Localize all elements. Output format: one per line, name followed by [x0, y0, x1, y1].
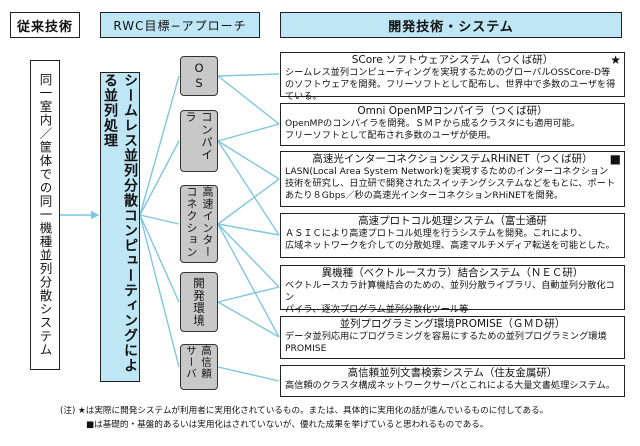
category-label: 高速インターコネクション [185, 186, 214, 258]
connector-category-system [217, 123, 280, 142]
traditional-box: 同一室内／筐体での同一機種並列分散システム [30, 60, 60, 370]
connector-category-system [217, 223, 280, 338]
header-developed: 開発技術・システム [280, 12, 622, 38]
connector-rwc-category [139, 214, 180, 303]
connector-category-system [217, 140, 280, 180]
system-title: Omni OpenMPコンパイラ（つくば研） [357, 105, 548, 117]
connector-category-system [217, 178, 280, 225]
system-title: SCore ソフトウェアシステム（つくば研） [351, 54, 554, 66]
category-interconnect: 高速インターコネクション [180, 185, 218, 263]
system-desc-line: 高信頼のクラスタ構成ネットワークサーバとこれによる大量文書処理システム。 [285, 380, 615, 391]
system-desc-line: フリーソフトとして配布され多数のユーザが使用。 [285, 130, 496, 141]
system-desc-line: LASN(Local Area System Network)を実現するためのイ… [285, 166, 609, 177]
connector-category-system [217, 301, 280, 338]
system-desc-line: シームレス並列コンピューティングを実現するためのグローバルOSSCore-D等 [285, 67, 611, 78]
system-title: 異機種（ベクトルースカラ）結合システム（ＮＥＣ研） [321, 267, 584, 279]
note-square: ■は基礎的・基盤的あるいは実用化はされていないが、優れた成果を挙げていると思われ… [86, 420, 489, 430]
category-label: コンパイラ [184, 111, 214, 161]
category-server: 高信頼サーバ [180, 344, 218, 390]
system-title: 高速プロトコル処理システム（富士通研 [358, 215, 547, 227]
system-desc-line: 技術を研究し、日立研で開発されたスイッチングシステムなどをもとに、ポート [285, 178, 616, 189]
rwc-box: シームレス並列分散コンピューティングによる並列処理 [100, 72, 140, 382]
star-mark: ★ [610, 53, 621, 67]
connector-category-system [217, 223, 280, 288]
connector-rwc-category [139, 214, 180, 368]
system-title: 高速光インターコネクションシステムRHiNET（つくば研） [312, 153, 593, 165]
category-label: 高信頼サーバ [185, 345, 212, 380]
header-rwc: RWC目標−アプローチ [100, 12, 260, 38]
system-title: 高信頼並列文書検索システム（住友金属研） [347, 367, 558, 379]
system-search: 高信頼並列文書検索システム（住友金属研） 高信頼のクラスタ構成ネットワークサーバ… [280, 365, 625, 397]
connector-rwc-category [139, 214, 180, 225]
system-desc-line: ＡＳＩＣにより高速プロトコル処理を行うシステムを開発。これにより、 [285, 228, 588, 239]
note-star: (注) ★は実際に開発システムが利用者に実用化されているもの。または、具体的に実… [60, 406, 549, 416]
connector-category-system [217, 73, 280, 77]
system-desc-line: ベクトルースカラ計算機結合のための、並列分散ライブラリ、自動並列分散化コン [285, 280, 615, 303]
system-rhinet: 高速光インターコネクションシステムRHiNET（つくば研） ■ LASN(Loc… [280, 151, 625, 207]
system-desc-line: データ並列応用にプログラミングを容易にするための並列プログラミング環境 [285, 331, 607, 342]
connector-category-system [217, 286, 280, 303]
connector-rwc-category [139, 140, 180, 216]
system-desc-line: あたり８Gbps／秒の高速光インターコネクションRHiNETを開発。 [285, 190, 564, 201]
header-traditional: 従来技術 [10, 12, 80, 38]
category-dev-env: 開発環境 [180, 272, 218, 332]
connector-category-system [217, 223, 280, 236]
connector-category-system [217, 140, 280, 236]
system-desc-line: パイラ、逐次プログラム並列分散化ツール等 [285, 304, 469, 315]
system-omni: Omni OpenMPコンパイラ（つくば研） OpenMPのコンパイラを開発。Ｓ… [280, 103, 625, 146]
category-label: OS [192, 61, 206, 91]
system-hetero: 異機種（ベクトルースカラ）結合システム（ＮＥＣ研） ベクトルースカラ計算機結合の… [280, 265, 625, 315]
system-protocol: 高速プロトコル処理システム（富士通研 ＡＳＩＣにより高速プロトコル処理を行うシス… [280, 213, 625, 258]
category-compiler: コンパイラ [180, 110, 218, 172]
system-desc-line: PROMISE [285, 343, 327, 354]
system-title: 並列プログラミング環境PROMISE（ＧＭＤ研） [339, 318, 566, 330]
system-promise: 並列プログラミング環境PROMISE（ＧＭＤ研） データ並列応用にプログラミング… [280, 316, 625, 359]
system-score: SCore ソフトウェアシステム（つくば研） ★ シームレス並列コンピューティン… [280, 52, 625, 102]
category-os: OS [180, 56, 218, 96]
system-desc-line: のソフトウェアを開発。フリーソフトとして配布し、世界中で多数のユーザを得ている。 [285, 79, 616, 102]
square-mark: ■ [609, 152, 621, 166]
system-desc-line: OpenMPのコンパイラを開発。ＳＭＰから成るクラスタにも適用可能。 [285, 118, 581, 129]
connector-category-system [217, 75, 280, 125]
system-desc-line: 広域ネットワークを介しての分散処理、高速マルチメディア転送を可能とした。 [285, 240, 615, 251]
connector-category-system [217, 366, 280, 382]
connector-rwc-category [139, 75, 180, 216]
category-label: 開発環境 [192, 277, 206, 327]
